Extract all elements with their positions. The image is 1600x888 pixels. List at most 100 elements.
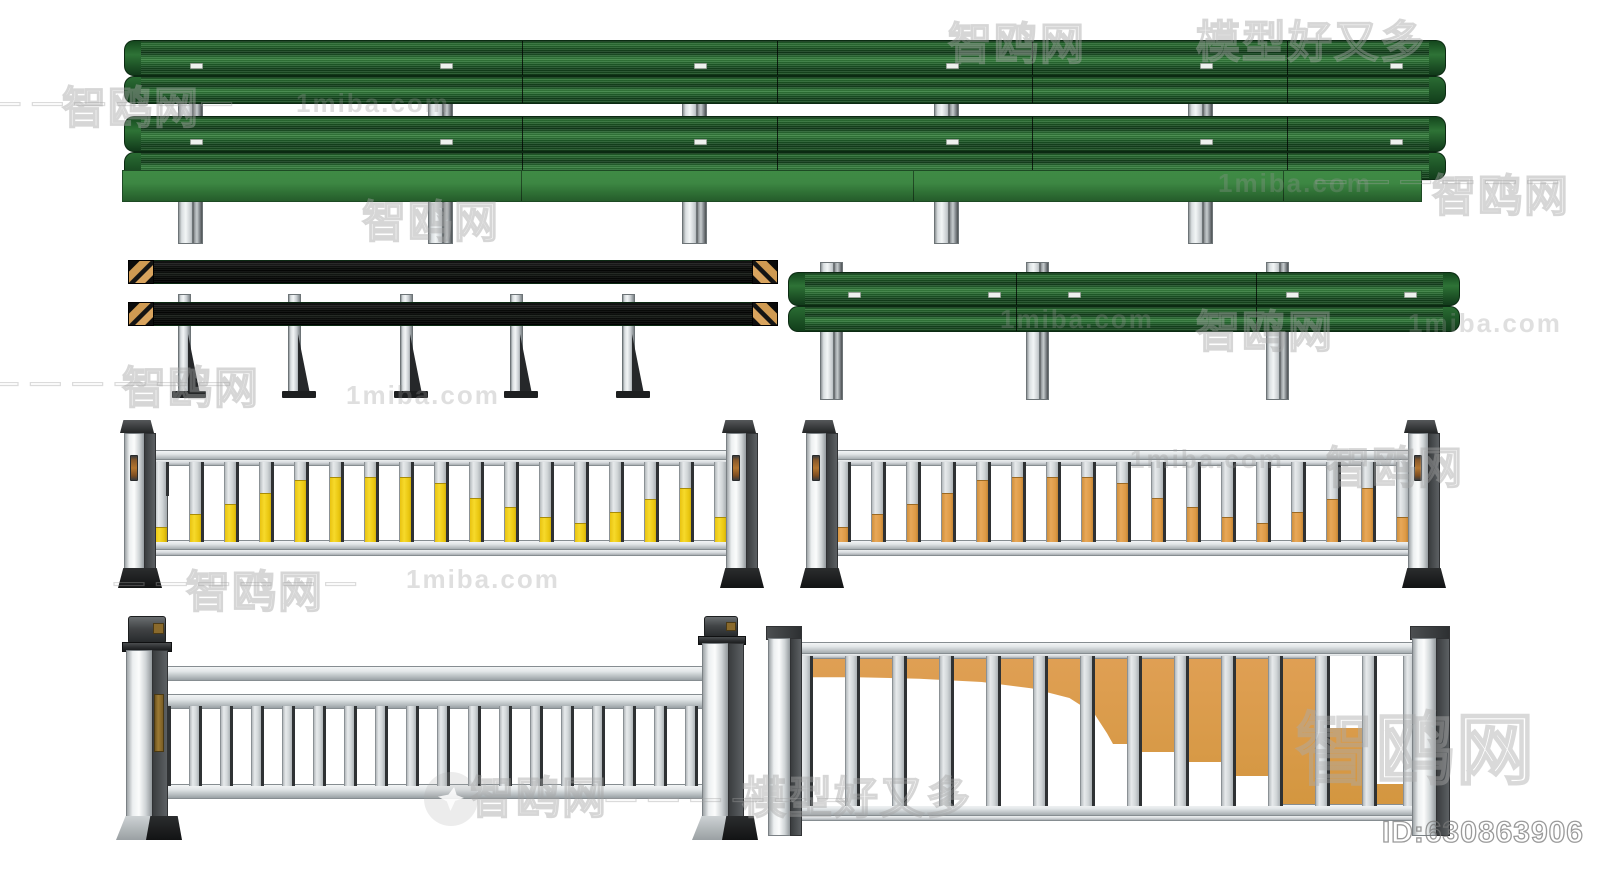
baluster-shadow xyxy=(1233,656,1236,806)
beam-seam xyxy=(1032,153,1033,179)
baluster-gap-white xyxy=(1377,656,1403,784)
baluster-shadow xyxy=(988,462,991,542)
baluster-shadow xyxy=(376,462,379,542)
baluster-shadow xyxy=(1268,462,1271,542)
w-beam-rail xyxy=(124,76,1446,104)
beam-endcap-left xyxy=(788,272,805,306)
baluster xyxy=(1116,462,1130,542)
baluster-fill xyxy=(575,523,587,542)
baluster-shadow xyxy=(354,706,357,786)
pillar-shaft xyxy=(702,643,730,822)
beam-seam xyxy=(1032,77,1033,103)
pillar-shaft xyxy=(1412,638,1438,836)
square-pillar-left[interactable] xyxy=(762,626,802,836)
baluster xyxy=(906,462,920,542)
baluster xyxy=(1221,462,1235,542)
railing-pillar-right[interactable] xyxy=(720,420,766,592)
baluster xyxy=(364,462,378,542)
baluster-shadow xyxy=(1198,462,1201,542)
bottom-rail-inner xyxy=(138,549,740,556)
w-beam-rail xyxy=(124,40,1446,76)
w-beam-rail xyxy=(124,116,1446,152)
baluster-shadow xyxy=(691,462,694,542)
beam-bolt xyxy=(1390,139,1403,145)
beam-seam xyxy=(1032,41,1033,75)
beam-bolt xyxy=(190,139,203,145)
model-single-w-beam-green[interactable] xyxy=(788,258,1460,408)
baluster-shadow xyxy=(1233,462,1236,542)
model-baluster-railing-orange[interactable] xyxy=(790,412,1460,592)
model-baluster-railing-yellow[interactable] xyxy=(108,412,778,592)
lamp-pillar-right[interactable] xyxy=(692,616,758,840)
model-balustrade-white[interactable] xyxy=(110,612,760,840)
model-double-rail-black[interactable] xyxy=(122,258,778,408)
baluster-fill xyxy=(907,504,919,542)
model-double-w-beam-green[interactable] xyxy=(122,30,1446,244)
baluster-shadow xyxy=(540,706,543,786)
baluster-shadow xyxy=(656,462,659,542)
baluster-shadow xyxy=(481,462,484,542)
baluster-shadow xyxy=(571,706,574,786)
railing-pillar-right[interactable] xyxy=(1402,420,1448,592)
baluster-shadow xyxy=(1374,656,1377,806)
beam-bolt xyxy=(946,139,959,145)
baluster-fill xyxy=(1292,512,1304,542)
post-base-plate xyxy=(172,391,206,398)
baluster-shadow xyxy=(586,462,589,542)
baluster-shadow xyxy=(1303,462,1306,542)
baluster-shadow xyxy=(416,706,419,786)
baluster-fill xyxy=(435,483,447,542)
baluster xyxy=(1151,462,1165,542)
baluster-shadow xyxy=(810,656,813,806)
beam-seam xyxy=(522,153,523,179)
baluster-shadow xyxy=(883,462,886,542)
baluster-fill xyxy=(1362,488,1374,542)
pillar-cap xyxy=(722,420,756,433)
baluster-fill xyxy=(942,493,954,542)
baluster-shadow xyxy=(230,706,233,786)
model-balustrade-wave[interactable] xyxy=(762,612,1452,840)
square-pillar-right[interactable] xyxy=(1408,626,1452,836)
pillar-shaft xyxy=(126,650,154,822)
pillar-reflector-icon xyxy=(732,455,740,481)
post-gusset xyxy=(520,334,532,394)
baluster-shadow xyxy=(411,462,414,542)
beam-endcap-right xyxy=(1443,272,1460,306)
baluster-fill xyxy=(1047,477,1059,542)
lamp-window xyxy=(726,622,736,631)
baluster-fill xyxy=(505,507,517,542)
baluster-fill xyxy=(872,513,884,542)
baluster xyxy=(294,462,308,542)
beam-endcap-left-amber xyxy=(128,260,154,284)
baluster-fill xyxy=(1117,483,1129,542)
post-base-plate xyxy=(282,391,316,398)
baluster-gap-white xyxy=(860,728,892,806)
pillar-base xyxy=(118,568,162,588)
baluster-shadow xyxy=(1058,462,1061,542)
beam-endcap-left-amber xyxy=(128,302,154,326)
baluster xyxy=(1396,462,1410,542)
baluster-gap-white xyxy=(1095,744,1127,806)
lamp-pillar-left[interactable] xyxy=(116,616,182,840)
baluster xyxy=(434,462,448,542)
baluster-gap-white xyxy=(1330,656,1362,728)
beam-seam xyxy=(1016,273,1017,305)
baluster-shadow xyxy=(1128,462,1131,542)
beam-seam xyxy=(1287,41,1288,75)
baluster-shadow xyxy=(1186,656,1189,806)
handrail-bottom-inner xyxy=(780,815,1430,821)
baluster-shadow xyxy=(261,706,264,786)
beam-bolt xyxy=(1404,292,1417,298)
pillar-base-shadow xyxy=(146,816,182,840)
black-beam-rail-lower xyxy=(146,302,772,326)
black-beam-rail-upper xyxy=(146,260,772,284)
lamp-head xyxy=(128,616,166,644)
baluster-fill xyxy=(225,504,237,542)
railing-pillar-left[interactable] xyxy=(800,420,846,592)
baluster-shadow xyxy=(271,462,274,542)
handrail-top xyxy=(144,666,734,681)
railing-pillar-left[interactable] xyxy=(118,420,164,592)
beam-seam xyxy=(1256,273,1257,305)
baluster-fill xyxy=(715,517,727,542)
